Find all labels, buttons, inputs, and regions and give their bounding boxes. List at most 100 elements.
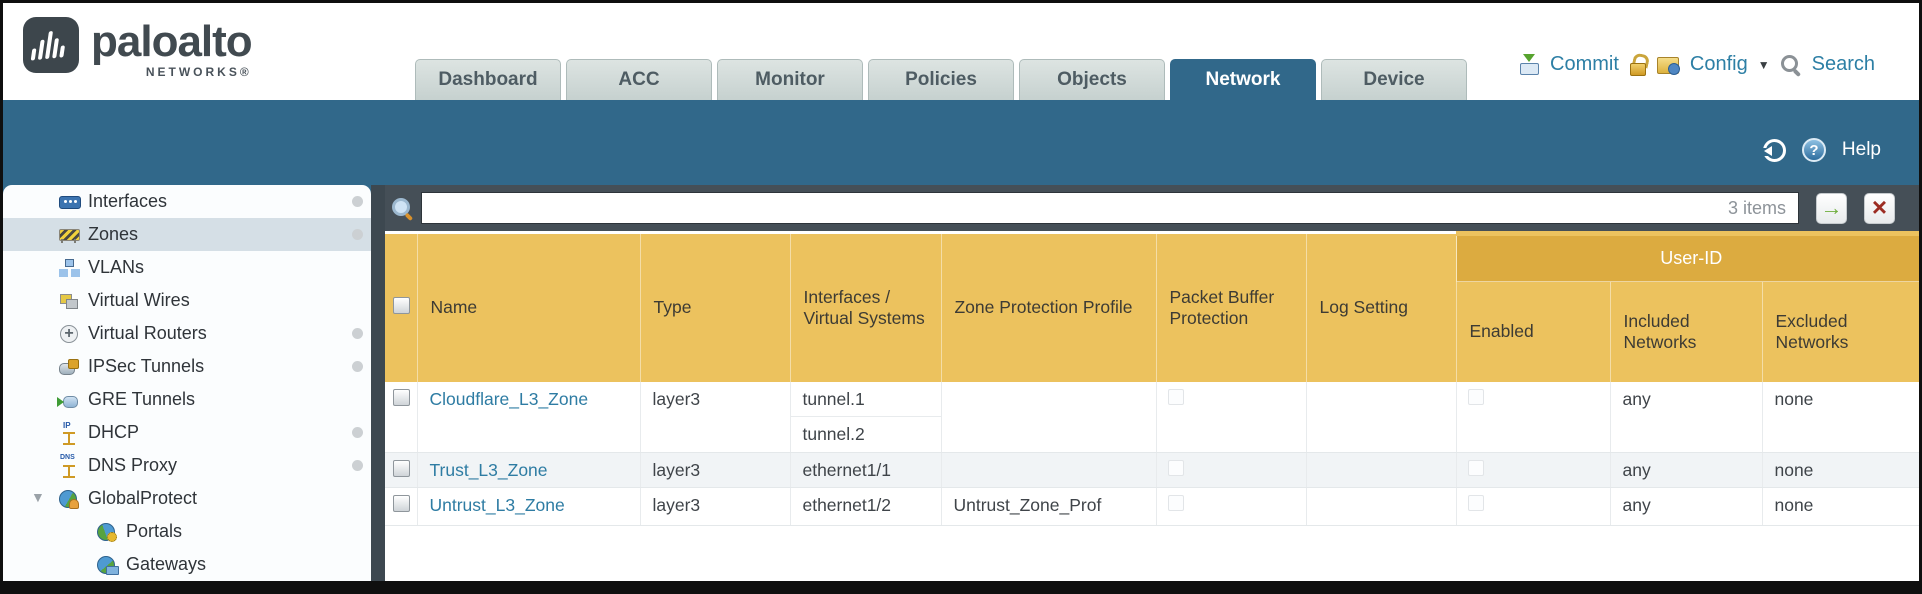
zone-interfaces-cell: tunnel.1 tunnel.2	[790, 381, 942, 453]
sidebar-item-label: Virtual Routers	[88, 323, 207, 343]
global-search-icon	[1780, 54, 1802, 76]
packet-buffer-protection-cell	[1156, 487, 1307, 526]
paloalto-logo: paloalto NETWORKS®	[23, 17, 253, 79]
sidebar-item-zones[interactable]: Zones	[3, 218, 371, 251]
tab-acc[interactable]: ACC	[566, 59, 712, 100]
sidebar-item-dhcp[interactable]: DHCP	[3, 416, 371, 449]
sidebar-item-gre-tunnels[interactable]: GRE Tunnels	[3, 383, 371, 416]
status-dot	[351, 361, 363, 372]
zone-name-cell: Trust_L3_Zone	[417, 452, 641, 488]
col-header-packet-buffer-protection[interactable]: Packet Buffer Protection	[1156, 233, 1307, 382]
packet-buffer-protection-cell	[1156, 381, 1307, 453]
user-id-enabled-cell	[1456, 381, 1611, 453]
sidebar-item-interfaces[interactable]: Interfaces	[3, 185, 371, 218]
pbp-checkbox	[1168, 388, 1185, 405]
header-actions: Commit Config ▼ Search	[1518, 53, 1875, 76]
globalprotect-icon	[59, 489, 79, 509]
sidebar-splitter[interactable]	[370, 185, 385, 581]
tab-network[interactable]: Network	[1170, 59, 1316, 100]
green-arrow-icon: →	[1820, 195, 1843, 220]
search-button[interactable]: Search	[1811, 53, 1875, 75]
col-header-interfaces[interactable]: Interfaces / Virtual Systems	[790, 233, 942, 382]
banner-actions: ? Help	[1760, 138, 1881, 162]
filter-searchbox: 3 items	[420, 192, 1799, 224]
col-header-log-setting[interactable]: Log Setting	[1306, 233, 1457, 382]
user-id-enabled-cell	[1456, 487, 1611, 526]
paloalto-logo-icon	[23, 17, 79, 73]
tab-device[interactable]: Device	[1321, 59, 1467, 100]
log-setting-cell	[1306, 452, 1457, 488]
col-header-type[interactable]: Type	[640, 233, 791, 382]
col-header-name[interactable]: Name	[417, 233, 641, 382]
sidebar-item-dns-proxy[interactable]: DNS Proxy	[3, 449, 371, 482]
tab-policies[interactable]: Policies	[868, 59, 1014, 100]
config-caret-down-icon[interactable]: ▼	[1757, 57, 1770, 72]
col-header-zone-protection-profile[interactable]: Zone Protection Profile	[941, 233, 1157, 382]
pbp-checkbox	[1168, 459, 1185, 476]
status-dot	[351, 328, 363, 339]
row-checkbox[interactable]	[392, 459, 410, 477]
col-header-included-networks[interactable]: Included Networks	[1610, 281, 1763, 382]
zone-name-link[interactable]: Untrust_L3_Zone	[429, 494, 565, 515]
zones-icon	[59, 225, 80, 245]
dhcp-icon	[59, 421, 79, 445]
sidebar-item-gateways[interactable]: Gateways	[3, 548, 371, 581]
commit-button[interactable]: Commit	[1550, 53, 1619, 75]
sidebar-item-label: IPSec Tunnels	[88, 356, 205, 376]
table-row-cloudflare-l3-zone: Cloudflare_L3_Zone layer3 tunnel.1 tunne…	[384, 381, 1919, 453]
help-label[interactable]: Help	[1841, 139, 1881, 160]
sidebar-item-label: GlobalProtect	[88, 488, 198, 508]
sidebar-item-vlans[interactable]: VLANs	[3, 251, 371, 284]
config-menu-button[interactable]: Config	[1689, 53, 1748, 75]
sidebar-item-portals[interactable]: Portals	[3, 515, 371, 548]
tab-objects[interactable]: Objects	[1019, 59, 1165, 100]
zone-type-cell: layer3	[640, 381, 791, 453]
status-dot	[351, 196, 363, 207]
virtual-wires-icon	[59, 291, 79, 311]
help-icon[interactable]: ?	[1801, 138, 1826, 162]
zone-protection-profile-cell: Untrust_Zone_Prof	[941, 487, 1157, 526]
zone-name-link[interactable]: Cloudflare_L3_Zone	[429, 388, 589, 409]
filter-input[interactable]	[421, 193, 1728, 223]
col-header-enabled[interactable]: Enabled	[1456, 281, 1611, 382]
col-header-excluded-networks[interactable]: Excluded Networks	[1762, 281, 1919, 382]
table-row-trust-l3-zone: Trust_L3_Zone layer3 ethernet1/1 any non…	[384, 452, 1919, 488]
pbp-checkbox	[1168, 494, 1185, 511]
unlock-icon[interactable]	[1629, 54, 1647, 76]
zone-name-link[interactable]: Trust_L3_Zone	[429, 459, 548, 480]
tab-dashboard[interactable]: Dashboard	[415, 59, 561, 100]
red-x-icon: ×	[1871, 191, 1888, 222]
excluded-networks-cell: none	[1762, 487, 1919, 526]
expander-triangle-icon[interactable]: ▼	[31, 489, 45, 505]
sidebar-item-globalprotect[interactable]: ▼ GlobalProtect	[3, 482, 371, 515]
sidebar-item-ipsec-tunnels[interactable]: IPSec Tunnels	[3, 350, 371, 383]
row-select-cell	[384, 452, 418, 488]
apply-filter-button[interactable]: →	[1816, 192, 1847, 224]
logo-wordmark: paloalto NETWORKS®	[91, 17, 253, 79]
sidebar-item-label: GRE Tunnels	[88, 389, 196, 409]
sidebar-item-virtual-routers[interactable]: Virtual Routers	[3, 317, 371, 350]
gateways-icon	[97, 555, 119, 575]
interface-entry: tunnel.2	[802, 423, 865, 444]
clear-filter-button[interactable]: ×	[1864, 191, 1895, 224]
sidebar-item-label: VLANs	[88, 257, 145, 277]
dns-proxy-icon	[59, 454, 79, 478]
status-dot	[351, 229, 363, 240]
refresh-icon[interactable]	[1760, 138, 1786, 162]
sidebar-item-virtual-wires[interactable]: Virtual Wires	[3, 284, 371, 317]
gre-tunnels-icon	[57, 390, 79, 410]
included-networks-cell: any	[1610, 487, 1763, 526]
user-id-enabled-cell	[1456, 452, 1611, 488]
interfaces-icon	[59, 192, 81, 212]
tab-monitor[interactable]: Monitor	[717, 59, 863, 100]
select-all-header-cell	[384, 233, 418, 382]
sidebar-item-label: DNS Proxy	[88, 455, 178, 475]
logo-subtext: NETWORKS®	[145, 65, 252, 79]
zone-interfaces-cell: ethernet1/2	[790, 487, 942, 526]
row-checkbox[interactable]	[392, 494, 410, 512]
sidebar-item-label: Zones	[88, 224, 139, 244]
sidebar-item-label: Gateways	[126, 554, 207, 574]
select-all-checkbox[interactable]	[392, 296, 410, 314]
soundwave-bars-icon	[30, 29, 68, 61]
row-checkbox[interactable]	[392, 388, 410, 406]
